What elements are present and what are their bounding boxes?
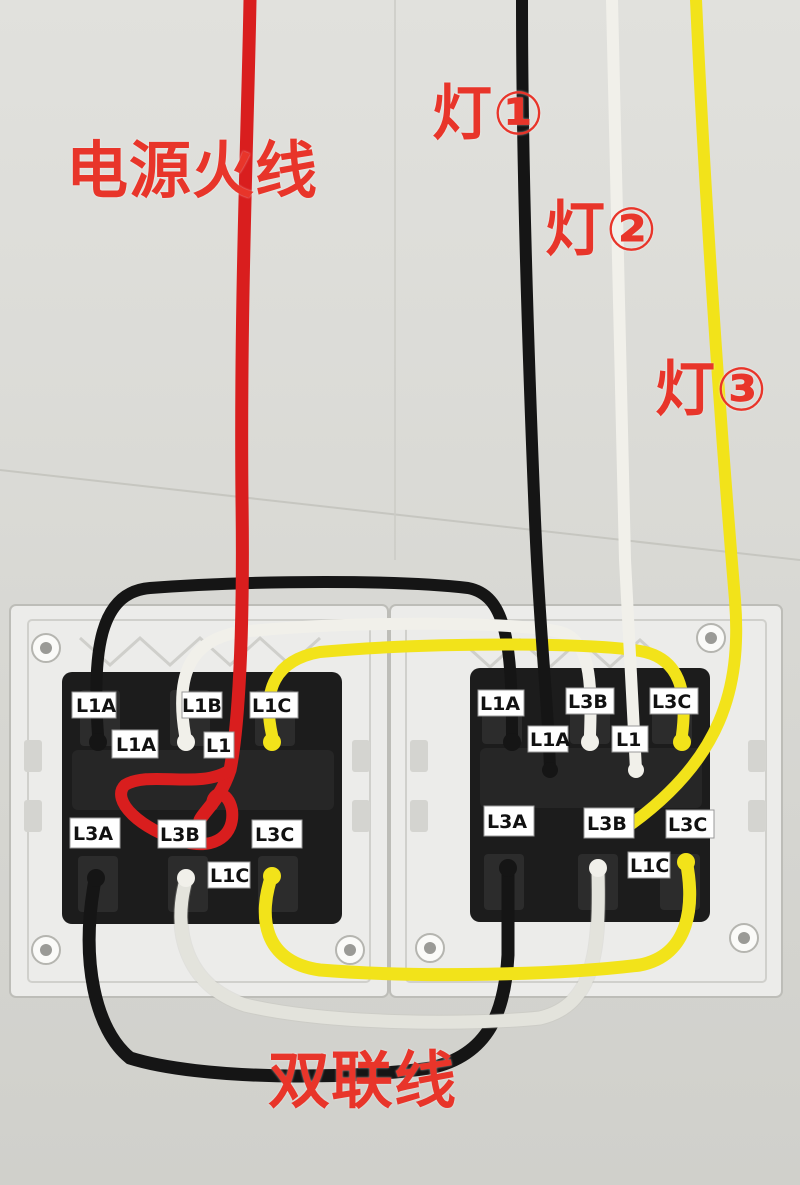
right-label-top-2: L3B <box>568 691 608 713</box>
top-yellow-loop <box>262 638 690 741</box>
right-label-low-1: L1C <box>630 855 669 877</box>
left-label-mid-1: L1A <box>116 734 156 756</box>
twin-link-black-wire <box>82 863 515 1083</box>
lamp3-yellow-wire <box>624 0 743 831</box>
lamp2-label: 灯② <box>545 195 658 265</box>
top-white-loop <box>176 617 597 741</box>
left-label-bottom-1: L3A <box>73 823 113 845</box>
right-label-bottom-1: L3A <box>487 811 527 833</box>
left-label-bottom-3: L3C <box>255 824 294 846</box>
lamp1-black-wire <box>516 0 556 776</box>
terminal-wire-ends <box>87 733 695 887</box>
lamp1-label: 灯① <box>432 79 545 149</box>
left-label-top-3: L1C <box>252 695 291 717</box>
left-label-bottom-2: L3B <box>160 824 200 846</box>
power-live-label: 电源火线 <box>66 134 319 207</box>
left-terminal-labels: L1A L1B L1C L1A L1 L3A L3B L3C L1C <box>69 691 303 889</box>
right-label-bottom-3: L3C <box>668 814 707 836</box>
tile-seam <box>0 469 800 561</box>
left-label-top-1: L1A <box>76 695 116 717</box>
left-label-top-2: L1B <box>182 695 222 717</box>
left-label-low-1: L1C <box>210 865 249 887</box>
right-terminal-labels: L1A L3B L3C L1A L1 L3A L3B L3C L1C <box>477 687 715 879</box>
right-label-mid-1: L1A <box>530 729 570 751</box>
twin-link-label: 双联线 <box>268 1044 458 1117</box>
left-label-mid-2: L1 <box>206 735 231 757</box>
right-label-bottom-2: L3B <box>587 813 627 835</box>
twin-link-yellow-wire <box>258 853 697 982</box>
right-label-mid-2: L1 <box>616 729 641 751</box>
lamp3-label: 灯③ <box>655 355 768 425</box>
lamp2-white-wire <box>606 0 642 776</box>
right-label-top-1: L1A <box>480 693 520 715</box>
right-label-top-3: L3C <box>652 691 691 713</box>
